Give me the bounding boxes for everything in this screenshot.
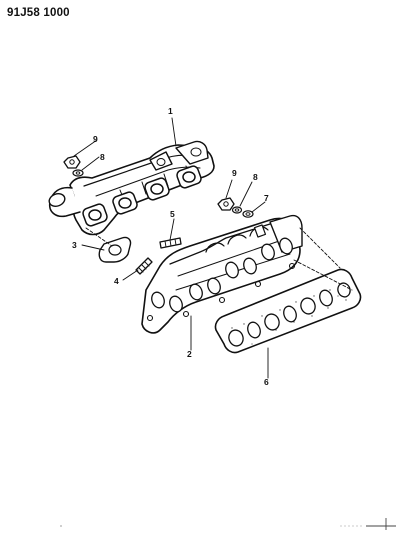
- callout-1: 1: [168, 106, 173, 116]
- callout-8b: 8: [253, 172, 258, 182]
- exhaust-gasket: [98, 236, 132, 263]
- diagram-code: 91J58 1000: [7, 7, 70, 19]
- callout-6: 6: [264, 377, 269, 387]
- washer-right-7: [242, 210, 254, 218]
- callout-9b: 9: [232, 168, 237, 178]
- intake-gasket: [214, 268, 362, 354]
- leader-lines: [73, 117, 353, 379]
- callout-9a: 9: [93, 134, 98, 144]
- intake-manifold: [141, 214, 303, 334]
- exhaust-manifold: [48, 140, 215, 236]
- callout-8a: 8: [100, 152, 105, 162]
- callout-5: 5: [170, 209, 175, 219]
- stud-upper: [159, 237, 182, 249]
- nut-right: [217, 197, 235, 211]
- stud-lower: [135, 257, 153, 275]
- washer-upper-left: [72, 169, 84, 177]
- callout-7: 7: [264, 193, 269, 203]
- callout-3: 3: [72, 240, 77, 250]
- callout-4: 4: [114, 276, 119, 286]
- washer-right-8: [231, 206, 243, 214]
- nut-upper-left: [63, 155, 81, 169]
- callout-2: 2: [187, 349, 192, 359]
- footer-marks: [60, 518, 396, 530]
